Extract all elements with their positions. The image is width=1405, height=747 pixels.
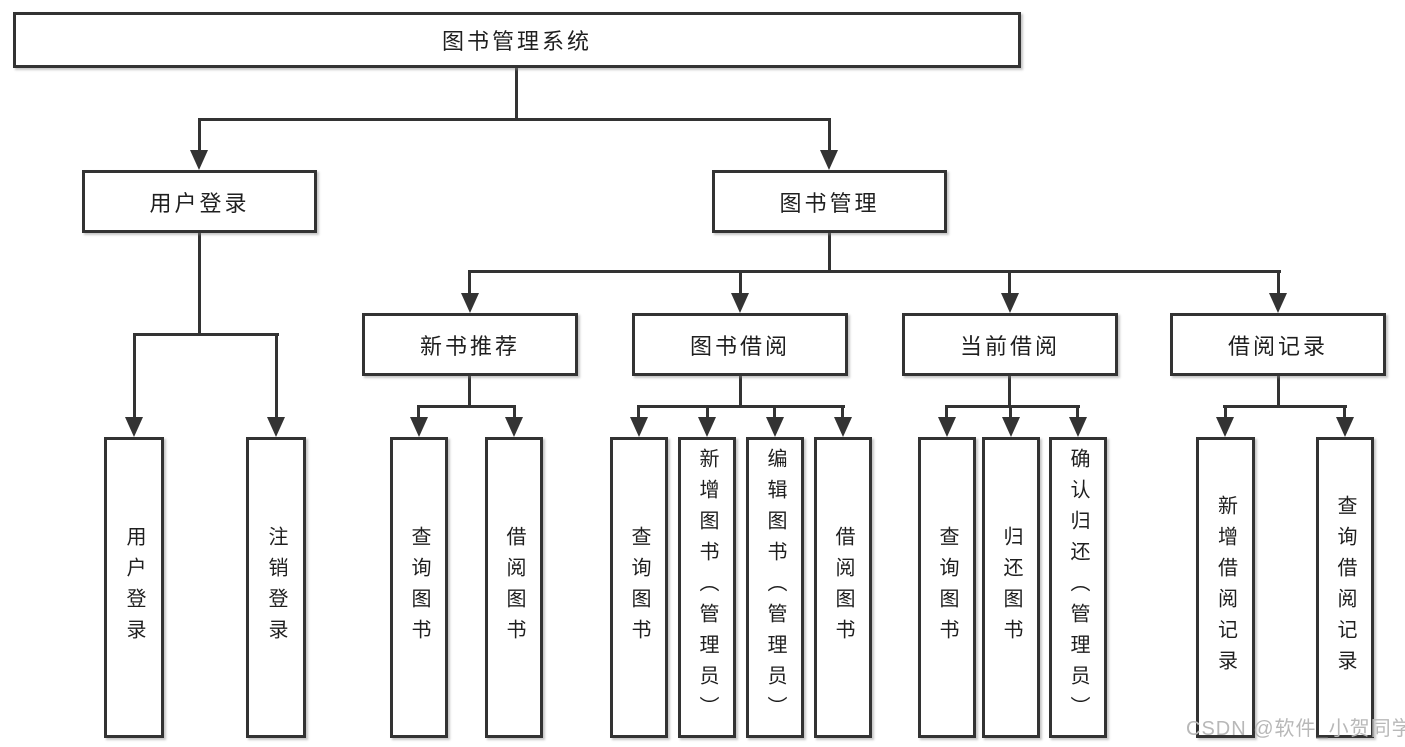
arrowhead-leaf <box>938 417 956 437</box>
node-root-label: 图书管理系统 <box>441 29 592 54</box>
arrowhead-book-borrow <box>731 293 749 313</box>
arrowhead-leaf <box>630 417 648 437</box>
node-book-borrow: 图书借阅 <box>632 313 848 376</box>
leaf-bb-add-books-admin: 新增图书（管理员） <box>678 437 736 738</box>
connector-leaf-drop <box>1076 405 1079 419</box>
leaf-user-login: 用户登录 <box>104 437 164 738</box>
connector-nb-stem <box>468 376 471 407</box>
connector-l2-drop-left <box>198 118 201 152</box>
leaf-cb-query-books-label: 查询图书 <box>936 525 958 650</box>
arrowhead-new-books <box>461 293 479 313</box>
connector-cb-bar <box>945 405 1080 408</box>
connector-leaf-drop <box>637 405 640 419</box>
arrowhead-leaf <box>1069 417 1087 437</box>
leaf-nb-query-books: 查询图书 <box>390 437 448 738</box>
node-new-books-label: 新书推荐 <box>419 333 520 359</box>
node-user-login-label: 用户登录 <box>149 190 250 216</box>
leaf-br-query-record-label: 查询借阅记录 <box>1334 494 1356 681</box>
leaf-user-login-label: 用户登录 <box>123 525 145 650</box>
node-book-mgmt: 图书管理 <box>712 170 947 233</box>
leaf-bb-borrow-books-label: 借阅图书 <box>832 525 854 650</box>
leaf-nb-borrow-books: 借阅图书 <box>485 437 543 738</box>
arrowhead-book-mgmt <box>820 150 838 170</box>
leaf-cb-confirm-return-admin: 确认归还（管理员） <box>1049 437 1107 738</box>
leaf-br-query-record: 查询借阅记录 <box>1316 437 1374 738</box>
leaf-cb-return-books-label: 归还图书 <box>1000 525 1022 650</box>
connector-leaf-drop <box>513 405 516 419</box>
connector-user-bar <box>133 333 279 336</box>
arrowhead-user-login <box>190 150 208 170</box>
arrowhead-leaf <box>766 417 784 437</box>
connector-leaf-drop <box>1009 405 1012 419</box>
leaf-cb-query-books: 查询图书 <box>918 437 976 738</box>
connector-l3-drop-1 <box>468 270 471 296</box>
connector-leaf-drop <box>773 405 776 419</box>
leaf-br-add-record-label: 新增借阅记录 <box>1214 494 1237 681</box>
node-current-borrow: 当前借阅 <box>902 313 1118 376</box>
leaf-cb-return-books: 归还图书 <box>982 437 1040 738</box>
node-book-borrow-label: 图书借阅 <box>689 333 790 359</box>
node-current-borrow-label: 当前借阅 <box>959 333 1060 359</box>
leaf-bb-edit-books-admin-label: 编辑图书（管理员） <box>764 448 786 727</box>
node-book-mgmt-label: 图书管理 <box>779 190 880 216</box>
connector-leaf-drop <box>417 405 420 419</box>
leaf-bb-query-books-label: 查询图书 <box>628 525 650 650</box>
arrowhead-leaf <box>698 417 716 437</box>
leaf-nb-borrow-books-label: 借阅图书 <box>503 525 525 650</box>
csdn-watermark: CSDN @软件_小贺同学 <box>1186 718 1405 740</box>
arrowhead-login-leaf <box>125 417 143 437</box>
leaf-nb-query-books-label: 查询图书 <box>408 525 430 650</box>
node-user-login: 用户登录 <box>82 170 317 233</box>
arrowhead-leaf <box>505 417 523 437</box>
connector-leaf-drop <box>945 405 948 419</box>
leaf-cb-confirm-return-admin-label: 确认归还（管理员） <box>1067 448 1089 727</box>
arrowhead-leaf <box>1002 417 1020 437</box>
connector-bb-stem <box>739 376 742 407</box>
connector-leaf-drop <box>706 405 709 419</box>
connector-br-stem <box>1277 376 1280 407</box>
leaf-bb-add-books-admin-label: 新增图书（管理员） <box>696 448 718 727</box>
connector-user-drop-2 <box>275 333 278 419</box>
connector-l3-drop-2 <box>739 270 742 296</box>
node-borrow-records-label: 借阅记录 <box>1227 333 1328 359</box>
connector-l2-drop-right <box>828 118 831 152</box>
leaf-bb-borrow-books: 借阅图书 <box>814 437 872 738</box>
connector-l3-drop-4 <box>1277 270 1280 296</box>
connector-bb-bar <box>637 405 845 408</box>
connector-cb-stem <box>1008 376 1011 407</box>
connector-l2-bar <box>198 118 831 121</box>
leaf-bb-query-books: 查询图书 <box>610 437 668 738</box>
arrowhead-borrow-records <box>1269 293 1287 313</box>
leaf-logout-label: 注销登录 <box>265 525 287 650</box>
connector-l3-drop-3 <box>1008 270 1011 296</box>
node-new-books: 新书推荐 <box>362 313 578 376</box>
arrowhead-leaf <box>834 417 852 437</box>
arrowhead-leaf <box>410 417 428 437</box>
connector-bm-stem <box>828 233 831 272</box>
leaf-logout: 注销登录 <box>246 437 306 738</box>
arrowhead-leaf <box>1336 417 1354 437</box>
node-borrow-records: 借阅记录 <box>1170 313 1386 376</box>
connector-leaf-drop <box>1224 405 1227 419</box>
connector-l3-bar <box>468 270 1281 273</box>
arrowhead-leaf <box>1216 417 1234 437</box>
leaf-bb-edit-books-admin: 编辑图书（管理员） <box>746 437 804 738</box>
connector-nb-bar <box>417 405 516 408</box>
node-root: 图书管理系统 <box>13 12 1021 68</box>
connector-br-bar <box>1223 405 1347 408</box>
connector-leaf-drop <box>1343 405 1346 419</box>
connector-user-drop-1 <box>133 333 136 419</box>
arrowhead-current-borrow <box>1001 293 1019 313</box>
connector-user-stem <box>198 233 201 336</box>
leaf-br-add-record: 新增借阅记录 <box>1196 437 1255 738</box>
arrowhead-logout-leaf <box>267 417 285 437</box>
connector-leaf-drop <box>841 405 844 419</box>
connector-root-stem <box>515 68 518 120</box>
